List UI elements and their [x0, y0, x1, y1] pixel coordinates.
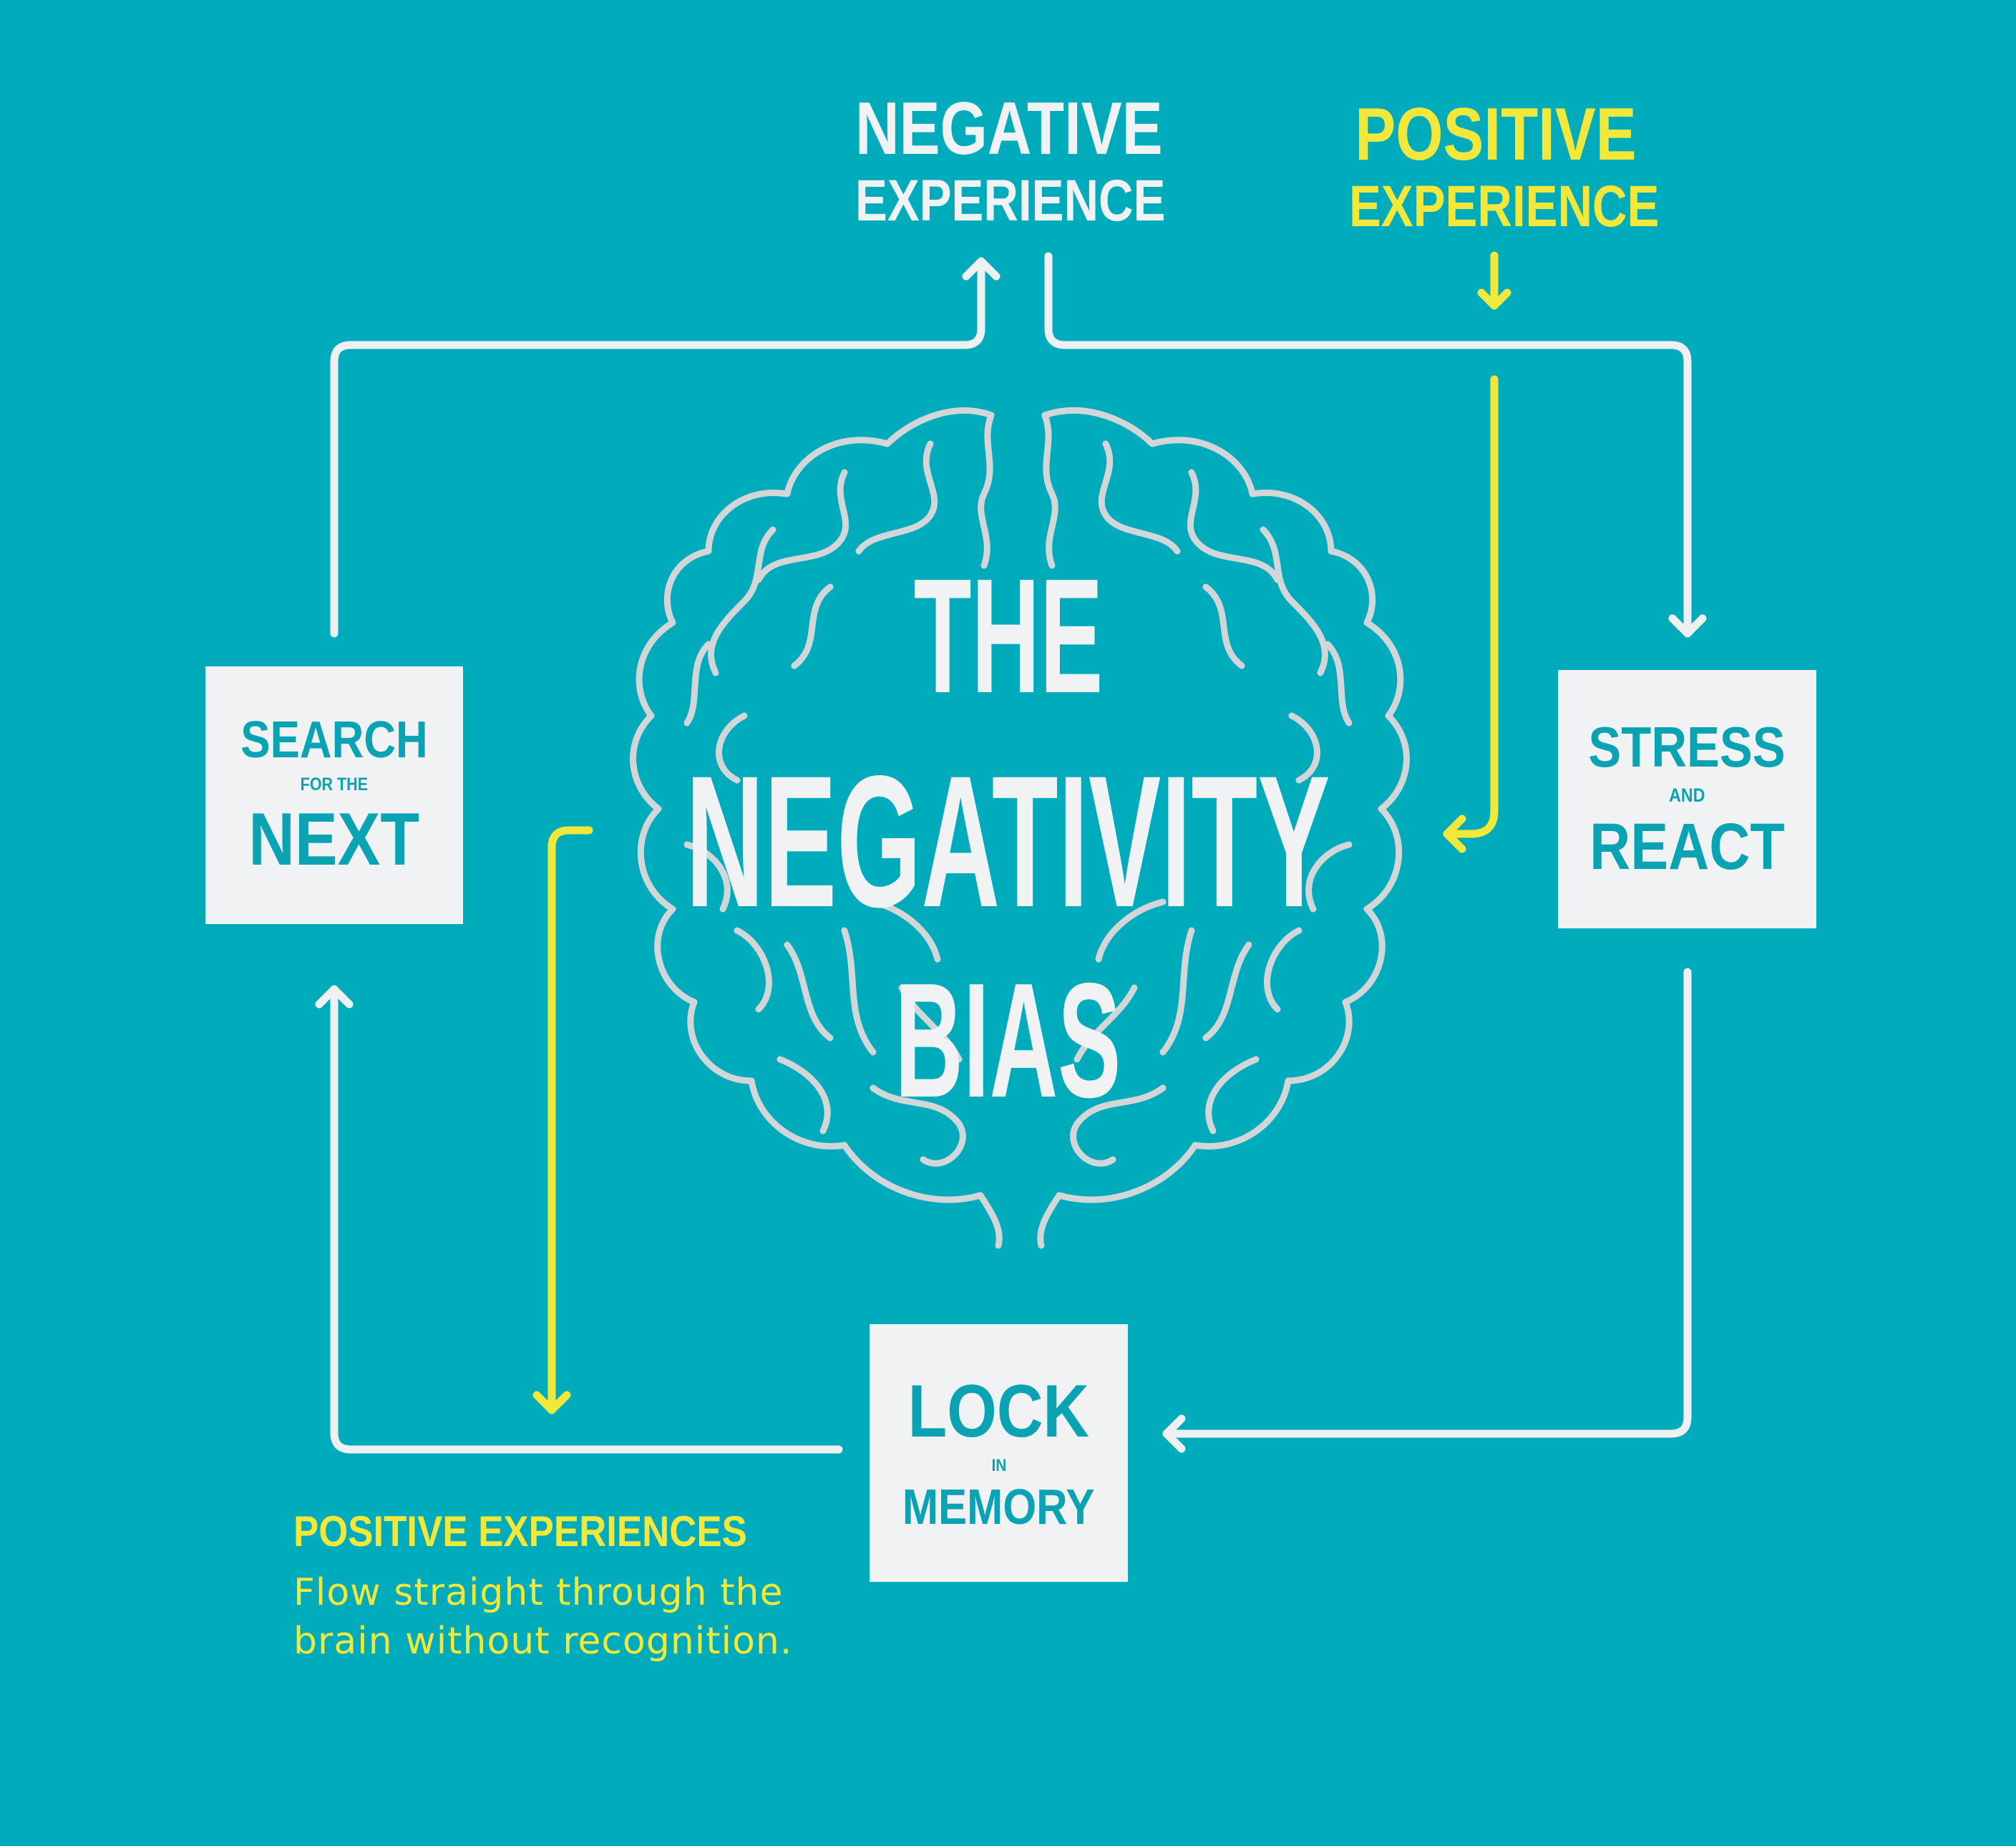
brain-gyrus	[734, 927, 772, 1013]
brain-gyrus	[716, 712, 748, 784]
arrowhead-left-lock	[1162, 1414, 1186, 1453]
arrowhead-down-stress	[1668, 614, 1707, 638]
brain-gyrus	[1070, 1084, 1167, 1167]
brain-gyrus	[1305, 841, 1353, 913]
brain-right-contour	[1037, 407, 1410, 1249]
brain-fissure-left	[978, 412, 995, 569]
arrowhead-down-positive-short	[1477, 288, 1511, 310]
brain-gyrus	[1202, 941, 1252, 1041]
negative-line1: NEGATIVE	[855, 87, 1163, 170]
positive-line1: POSITIVE	[1355, 93, 1637, 176]
positive-note-heading: POSITIVE EXPERIENCES	[293, 1507, 747, 1555]
positive-note-line1: Flow straight through the	[293, 1571, 784, 1614]
lock-box-title2: MEMORY	[902, 1479, 1095, 1535]
stress-box-title2: REACT	[1589, 810, 1785, 883]
brain-gyrus	[898, 984, 963, 1063]
arrowhead-down-positive-out	[532, 1391, 571, 1414]
brain-gyrus	[1098, 440, 1181, 555]
brain-gyrus	[1073, 984, 1138, 1063]
brain-gyrus	[683, 641, 712, 727]
brain-outline-icon	[630, 407, 1410, 1249]
arrowhead-up-search	[315, 985, 354, 1009]
search-box-small: FOR THE	[300, 774, 369, 795]
brain-gyrus	[708, 526, 776, 676]
brain-gyrus	[870, 898, 941, 963]
brain-gyrus	[683, 841, 731, 913]
lock-box: LOCK IN MEMORY	[870, 1324, 1128, 1582]
cycle-arrows	[315, 252, 1707, 1454]
positive-line2: EXPERIENCE	[1349, 174, 1660, 239]
positive-note-line2: brain without recognition.	[293, 1619, 793, 1663]
stress-box: STRESS AND REACT	[1558, 670, 1816, 928]
brain-gyrus	[1159, 927, 1195, 1056]
negative-experience-label: NEGATIVE EXPERIENCE	[823, 92, 1181, 230]
lock-box-title: LOCK	[907, 1370, 1090, 1453]
title-bias: BIAS	[895, 950, 1121, 1132]
stress-box-title: STRESS	[1588, 715, 1786, 779]
lock-box-small: IN	[991, 1456, 1006, 1475]
arrow-lock-to-search	[330, 985, 843, 1454]
brain-gyrus	[841, 927, 877, 1056]
stress-box-small: AND	[1669, 784, 1705, 806]
title-negativity: NEGATIVITY	[686, 737, 1330, 946]
brain-fissure-right	[1041, 412, 1058, 569]
arrow-negative-to-stress	[1044, 252, 1692, 638]
brain-gyrus	[1288, 712, 1320, 784]
negative-line2: EXPERIENCE	[855, 168, 1166, 233]
arrow-positive-into-brain	[1443, 375, 1499, 838]
search-box: SEARCH FOR THE NEXT	[205, 666, 463, 924]
brain-gyrus	[1205, 1056, 1260, 1135]
brain-gyrus	[1095, 898, 1167, 963]
positive-experience-label: POSITIVE EXPERIENCE	[1317, 97, 1675, 236]
positive-note: POSITIVE EXPERIENCES Flow straight throu…	[293, 1510, 880, 1666]
brain-gyrus	[1187, 469, 1281, 583]
arrowhead-up-negative	[962, 257, 1000, 281]
positive-path	[532, 251, 1511, 1414]
search-box-title: SEARCH	[240, 711, 428, 769]
brain-gyrus	[855, 440, 938, 555]
brain-gyrus	[1324, 641, 1353, 727]
brain-gyrus	[755, 469, 849, 583]
arrow-positive-out-of-brain	[547, 826, 593, 1414]
brain-gyrus	[784, 941, 834, 1041]
title-the: THE	[913, 545, 1103, 727]
brain-gyrus	[1260, 526, 1328, 676]
brain-gyrus	[1202, 583, 1245, 669]
brain-gyrus	[1264, 927, 1302, 1013]
brain-gyrus	[870, 1084, 966, 1167]
brain-gyrus	[791, 583, 834, 669]
search-box-title2: NEXT	[248, 797, 420, 881]
brain-left-contour	[630, 407, 1003, 1249]
arrowhead-left-brain	[1443, 815, 1466, 853]
arrow-search-to-negative	[330, 257, 985, 638]
brain-gyrus	[776, 1056, 831, 1135]
arrow-stress-to-lock	[1162, 968, 1692, 1438]
